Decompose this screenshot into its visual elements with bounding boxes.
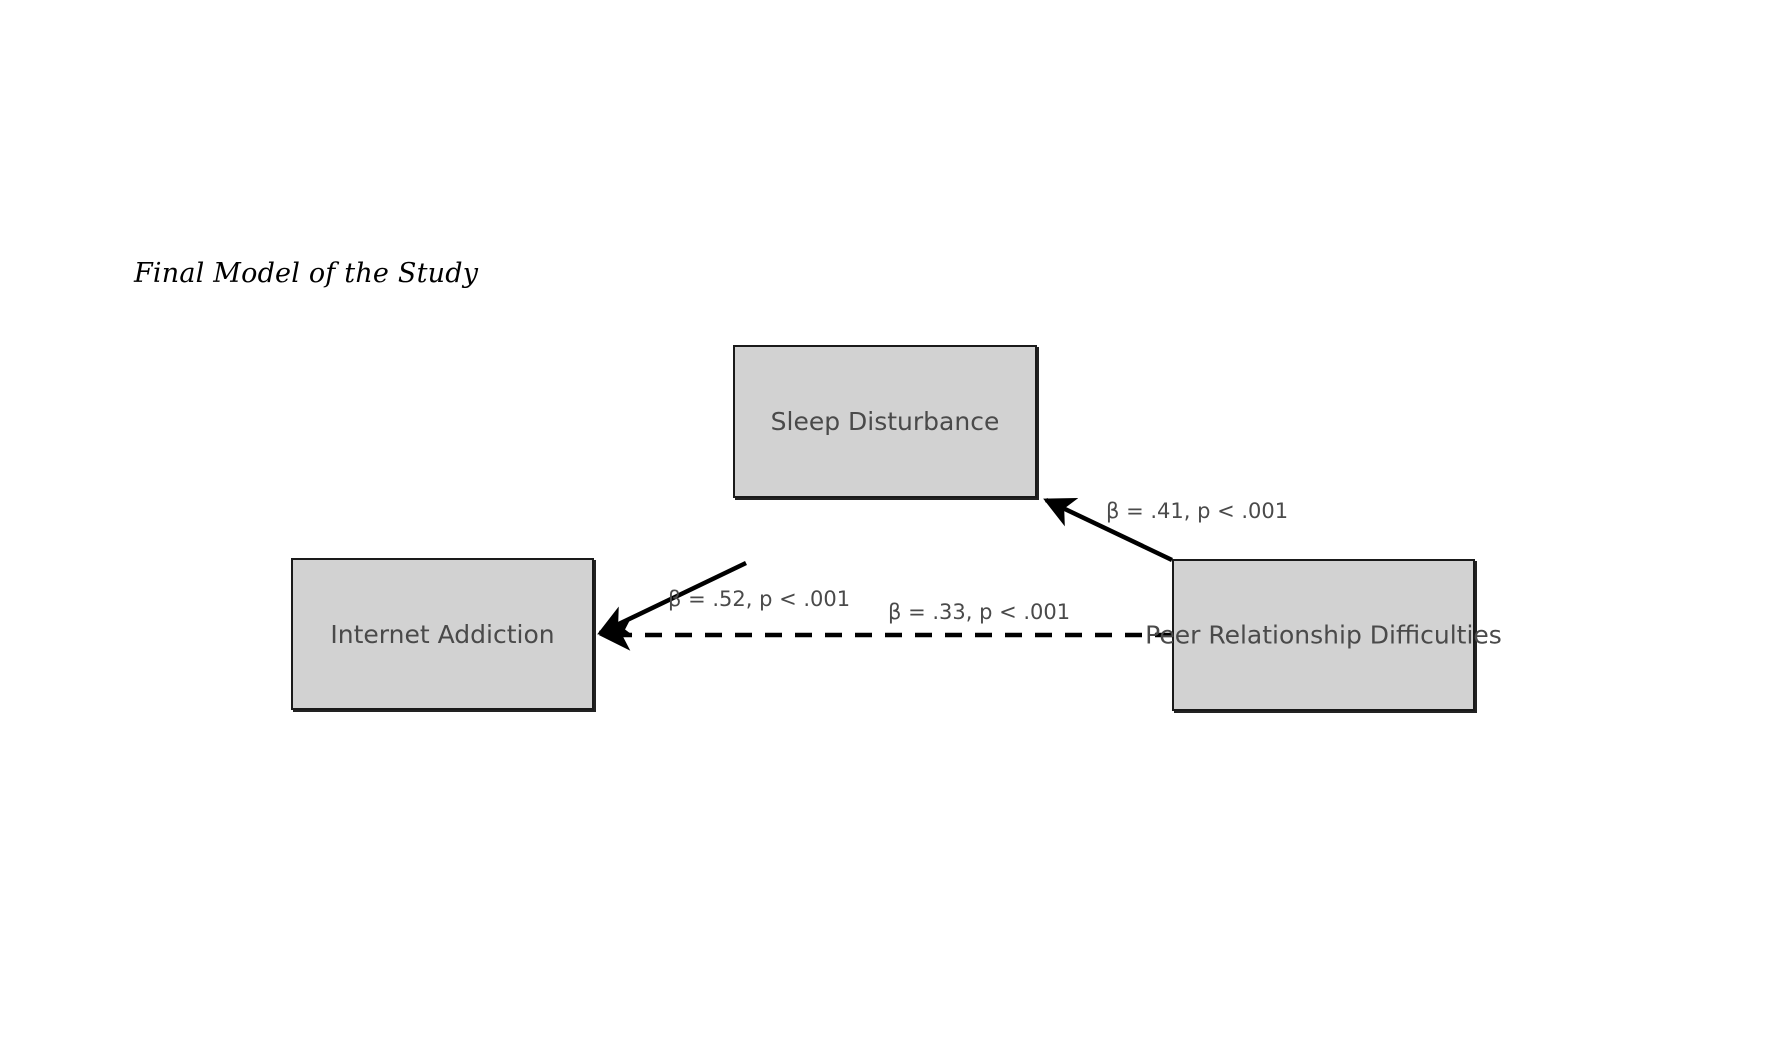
node-sleep-disturbance[interactable]: Sleep Disturbance xyxy=(733,345,1037,498)
path-label-peer-to-internet: β = .33, p < .001 xyxy=(888,600,1071,624)
path-label-peer-to-sleep: β = .41, p < .001 xyxy=(1106,499,1289,523)
node-label-sleep-disturbance: Sleep Disturbance xyxy=(770,407,1000,436)
node-internet-addiction[interactable]: Internet Addiction xyxy=(291,558,594,710)
node-label-internet-addiction: Internet Addiction xyxy=(330,619,555,649)
path-label-sleep-to-internet: β = .52, p < .001 xyxy=(668,587,851,611)
node-peer-relationship-difficulties[interactable]: Peer Relationship Difficulties xyxy=(1145,559,1502,711)
page-title: Final Model of the Study xyxy=(134,258,479,289)
path-line-peer-to-sleep xyxy=(1043,497,1173,563)
node-label-peer-relationship-difficulties: Peer Relationship Difficulties xyxy=(1145,620,1502,650)
